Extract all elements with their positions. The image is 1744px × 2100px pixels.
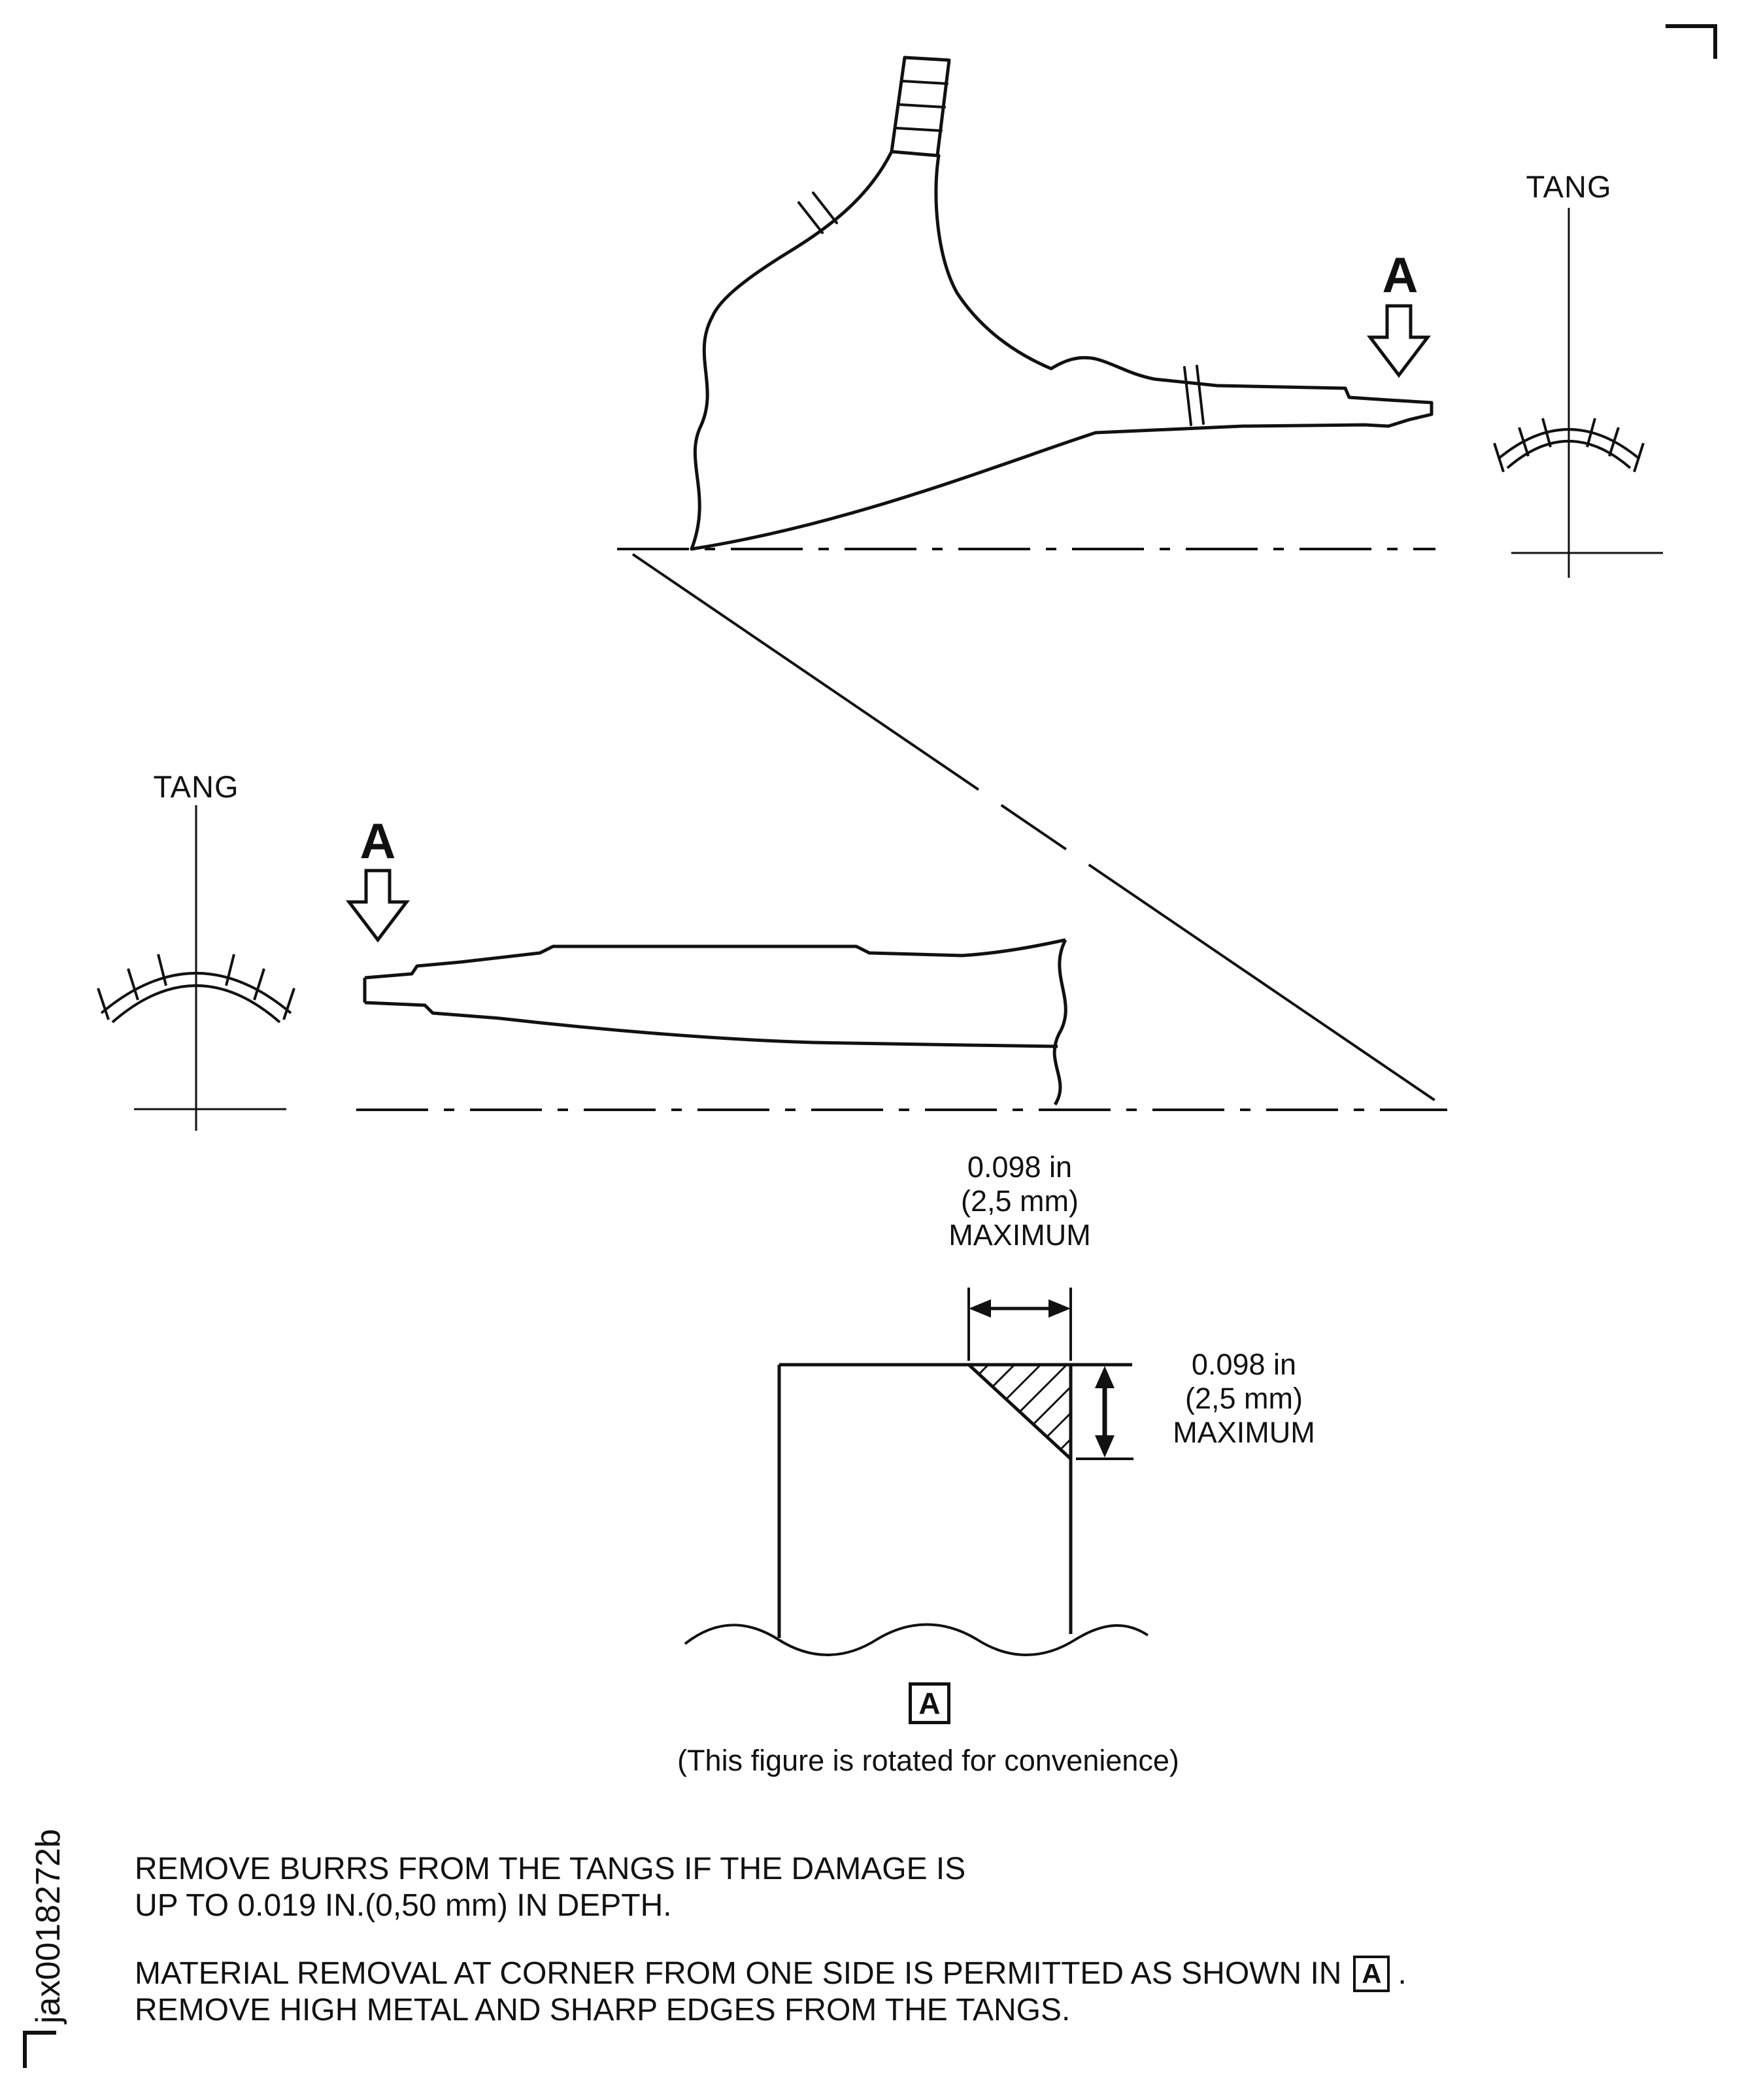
neck-break-ticks (797, 192, 838, 234)
arrow-a-top-icon (1366, 304, 1432, 378)
magnifier-diagonal (631, 553, 1447, 1109)
note-1: REMOVE BURRS FROM THE TANGS IF THE DAMAG… (135, 1851, 965, 1924)
note-2-line-1-text: MATERIAL REMOVAL AT CORNER FROM ONE SIDE… (135, 1956, 1342, 1991)
corner-mark-bottom-left (23, 2031, 56, 2068)
detail-hatching (978, 1363, 1072, 1450)
tang-profile-bottom-edge (364, 1001, 1058, 1048)
figure-caption: (This figure is rotated for convenience) (677, 1744, 1179, 1777)
dim-h-extension-lines (967, 1288, 1072, 1361)
tang-section-top-outer-arc (1497, 428, 1641, 460)
blade-body-and-tang-outline (690, 154, 1434, 551)
note-1-line-2: UP TO 0.019 IN.(0,50 mm) IN DEPTH. (135, 1888, 672, 1923)
note-2: MATERIAL REMOVAL AT CORNER FROM ONE SIDE… (135, 1956, 1407, 2029)
blade-side-view (690, 56, 1434, 551)
tang-section-top-ticks (1493, 418, 1645, 473)
dim-horizontal-value: 0.098 in (967, 1150, 1073, 1184)
note-1-line-1: REMOVE BURRS FROM THE TANGS IF THE DAMAG… (135, 1852, 966, 1886)
tang-profile-break-line (1052, 939, 1067, 1106)
tang-zoom-view (97, 805, 1067, 1131)
tang-label-top: TANG (1526, 169, 1612, 204)
note-2-inline-a-marker: A (1353, 1956, 1390, 1992)
dim-h-arrowheads (969, 1299, 1071, 1318)
blade-root-serrations (896, 80, 948, 132)
detail-wavy-break (684, 1623, 1149, 1656)
dim-horizontal-metric: (2,5 mm) (961, 1184, 1079, 1218)
tang-label-bottom: TANG (153, 769, 239, 804)
dim-horizontal-qualifier: MAXIMUM (948, 1218, 1091, 1252)
detail-a-marker: A (909, 1682, 950, 1724)
tang-section-top-inner-arc (1506, 440, 1632, 469)
tang-section-bottom-outer-arc (100, 972, 292, 1014)
dim-horizontal-text: 0.098 in (2,5 mm) MAXIMUM (869, 1150, 1170, 1252)
arrow-a-bottom-label: A (360, 814, 396, 869)
dim-v-arrowheads (1095, 1366, 1115, 1458)
note-2-line-1-period: . (1398, 1956, 1407, 1991)
figure-file-id: jax0018272b (29, 1829, 67, 2024)
blade-left-edge-break (690, 150, 894, 551)
detail-a-figure (684, 1288, 1149, 1656)
tang-profile-top-edge (364, 938, 1066, 980)
dim-vertical-qualifier: MAXIMUM (1173, 1416, 1315, 1449)
note-2-line-1: MATERIAL REMOVAL AT CORNER FROM ONE SIDE… (135, 1956, 1407, 1992)
tang-section-bottom-inner-arc (111, 984, 281, 1024)
arrow-a-bottom-icon (345, 869, 411, 943)
note-2-line-2: REMOVE HIGH METAL AND SHARP EDGES FROM T… (135, 1993, 1071, 2027)
tang-section-top (1493, 208, 1663, 578)
dim-vertical-value: 0.098 in (1191, 1348, 1297, 1381)
arrow-a-top-label: A (1382, 248, 1418, 303)
arm-break-ticks (1183, 365, 1205, 426)
dim-vertical-metric: (2,5 mm) (1185, 1382, 1303, 1415)
corner-mark-top-right (1666, 24, 1717, 59)
dim-vertical-text: 0.098 in (2,5 mm) MAXIMUM (1143, 1348, 1345, 1450)
tang-section-bottom-ticks (97, 954, 295, 1020)
